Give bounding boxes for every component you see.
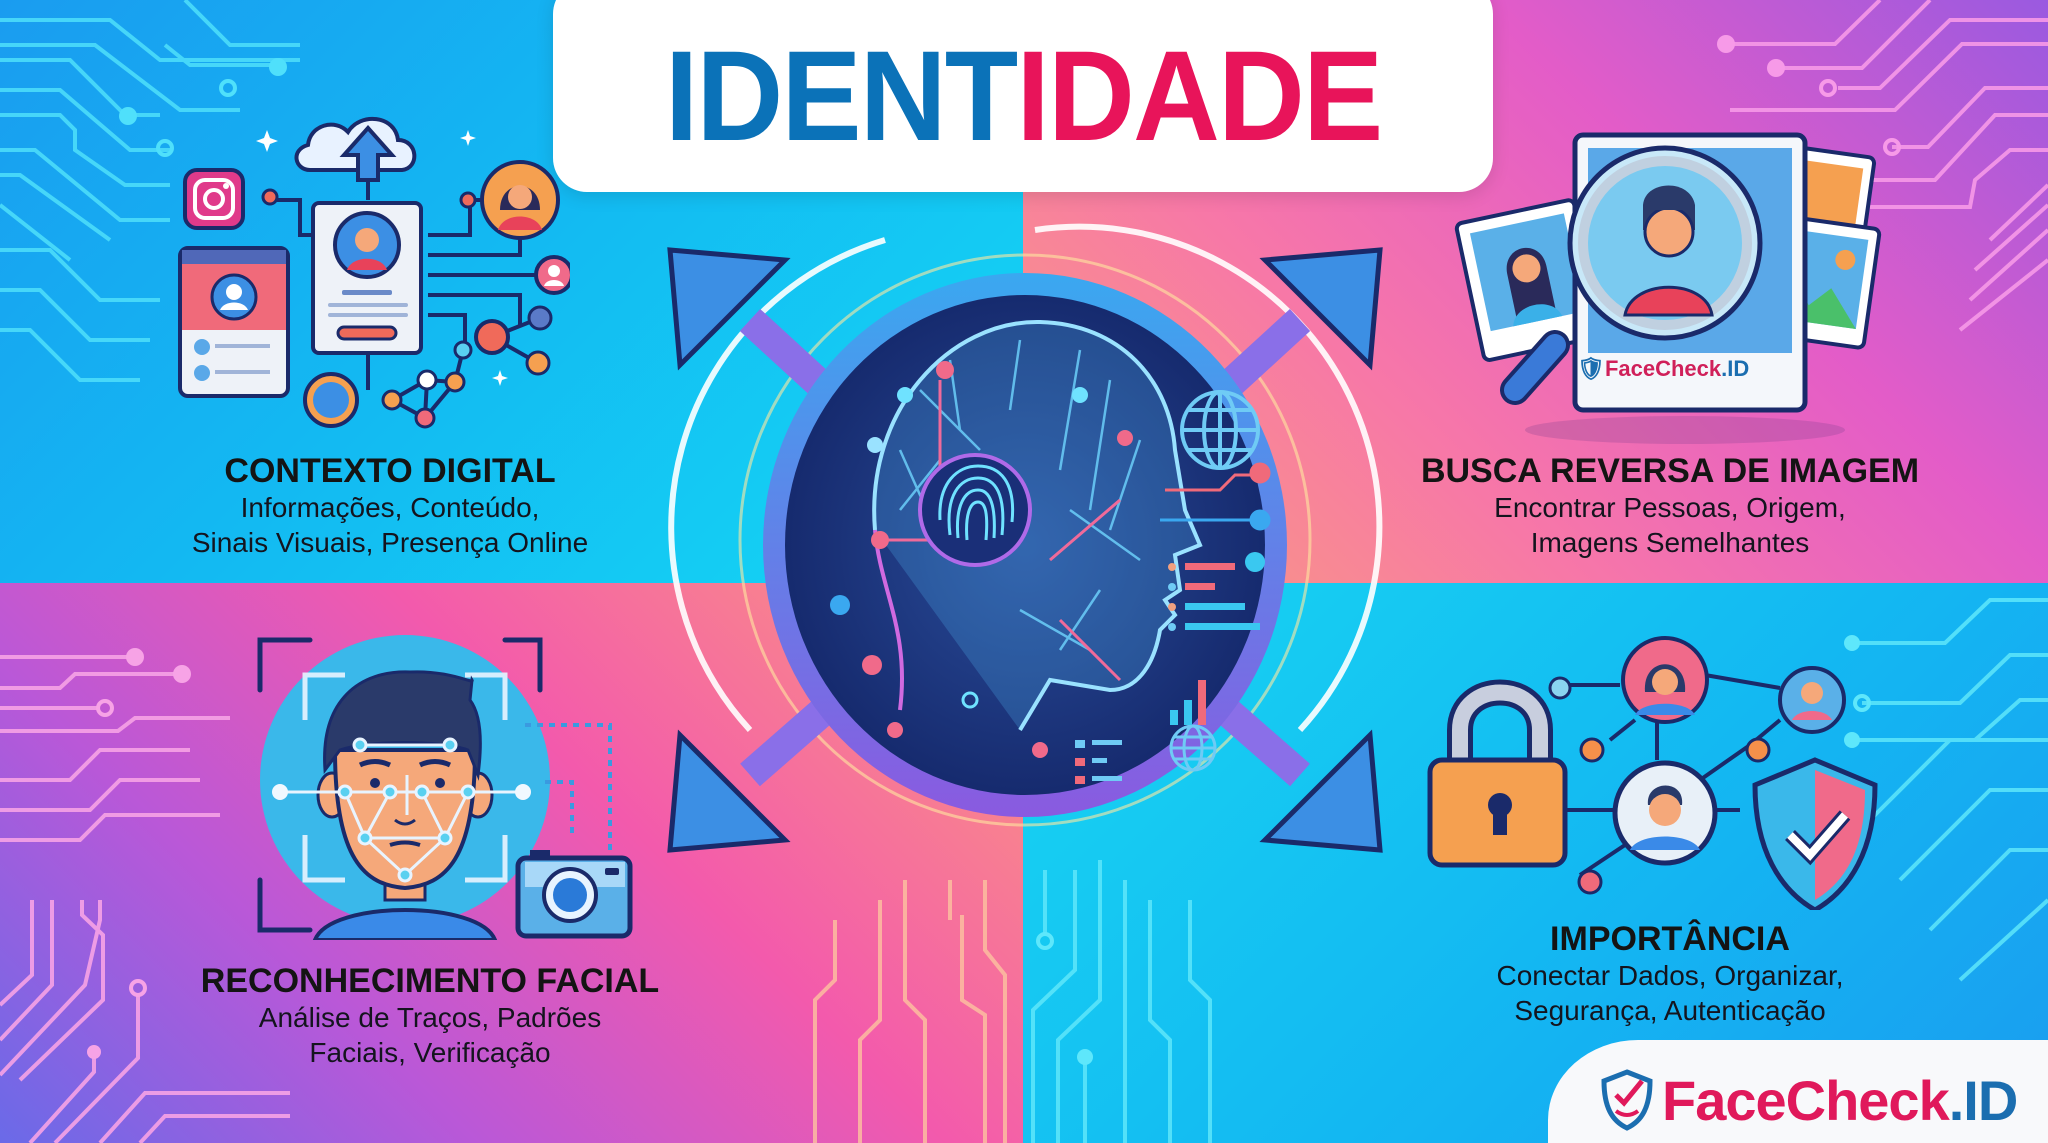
shield-check-icon xyxy=(1752,757,1878,910)
node-network-icon xyxy=(381,340,473,429)
section-contexto-digital: CONTEXTO DIGITAL Informações, Conteúdo, … xyxy=(150,452,630,560)
bar-chart-icon xyxy=(1170,680,1206,725)
share-network-icon xyxy=(474,305,553,376)
outer-ring-left-arc xyxy=(668,237,886,733)
page-title: IDENTIDADE xyxy=(665,33,1383,161)
brand-logo: FaceCheck.ID xyxy=(1662,1068,2018,1132)
camera-icon xyxy=(515,850,633,939)
section-heading: BUSCA REVERSA DE IMAGEM xyxy=(1420,452,1920,490)
brand-logo-card: FaceCheck.ID xyxy=(1548,1040,2048,1143)
user-avatar-small-icon xyxy=(1778,666,1846,734)
globe-icon xyxy=(1180,390,1260,470)
photo-brand-label: 🛡FaceCheck.ID xyxy=(1577,356,1750,381)
section-busca-reversa: BUSCA REVERSA DE IMAGEM Encontrar Pessoa… xyxy=(1395,452,1945,560)
user-avatar-woman-icon xyxy=(1621,636,1709,724)
section-heading: RECONHECIMENTO FACIAL xyxy=(200,962,660,1000)
outer-ring-right-arc xyxy=(1034,223,1383,733)
title-part-idade: IDADE xyxy=(1016,25,1383,168)
user-avatar-center-icon xyxy=(1612,760,1718,866)
browser-window-icon xyxy=(178,246,290,398)
section-heading: IMPORTÂNCIA xyxy=(1550,920,1790,958)
instagram-icon xyxy=(183,168,279,230)
padlock-icon xyxy=(1427,679,1568,868)
magnifier-icon xyxy=(1500,145,1763,405)
sparkle-icons xyxy=(256,130,508,386)
network-nodes xyxy=(830,361,1133,758)
section-description-line2: Segurança, Autenticação xyxy=(1514,995,1826,1026)
face-icon xyxy=(312,670,498,940)
importance-illustration xyxy=(1427,636,1878,910)
globe-icon xyxy=(303,372,359,428)
scan-frame-icon xyxy=(257,637,543,933)
avatar-small-icon xyxy=(534,255,570,295)
section-description-line1: Encontrar Pessoas, Origem, xyxy=(1494,492,1846,523)
fingerprint-icon xyxy=(938,464,1015,541)
center-ai-head-graphic xyxy=(667,223,1383,853)
title-card: IDENTIDADE xyxy=(553,0,1493,192)
data-list-icon xyxy=(1168,552,1265,631)
profile-card-icon xyxy=(311,201,423,355)
globe-small-icon xyxy=(1169,724,1217,772)
avatar-woman-icon xyxy=(459,160,560,240)
facial-recognition-illustration xyxy=(257,635,633,940)
cloud-upload-icon xyxy=(294,116,417,182)
digital-context-illustration xyxy=(178,116,570,429)
section-heading: CONTEXTO DIGITAL xyxy=(224,452,556,490)
section-description-line1: Conectar Dados, Organizar, xyxy=(1496,960,1844,991)
section-description-line2: Sinais Visuais, Presença Online xyxy=(191,527,589,558)
data-list-small-icon xyxy=(1075,740,1122,784)
section-description-line2: Imagens Semelhantes xyxy=(1530,527,1810,558)
section-description-line2: Faciais, Verificação xyxy=(309,1037,551,1068)
section-description-line1: Análise de Traços, Padrões xyxy=(258,1002,602,1033)
title-part-ident: IDENT xyxy=(664,25,1018,168)
section-reconhecimento-facial: RECONHECIMENTO FACIAL Análise de Traços,… xyxy=(170,962,690,1070)
face-landmark-nodes xyxy=(337,737,476,883)
photo-woman-icon xyxy=(1454,198,1604,362)
section-importancia: IMPORTÂNCIA Conectar Dados, Organizar, S… xyxy=(1450,920,1890,1028)
shield-check-icon: 🛡 xyxy=(1577,356,1605,381)
section-description-line1: Informações, Conteúdo, xyxy=(240,492,540,523)
reverse-image-search-illustration xyxy=(1454,132,1882,444)
shield-check-smile-icon xyxy=(1601,1069,1653,1131)
